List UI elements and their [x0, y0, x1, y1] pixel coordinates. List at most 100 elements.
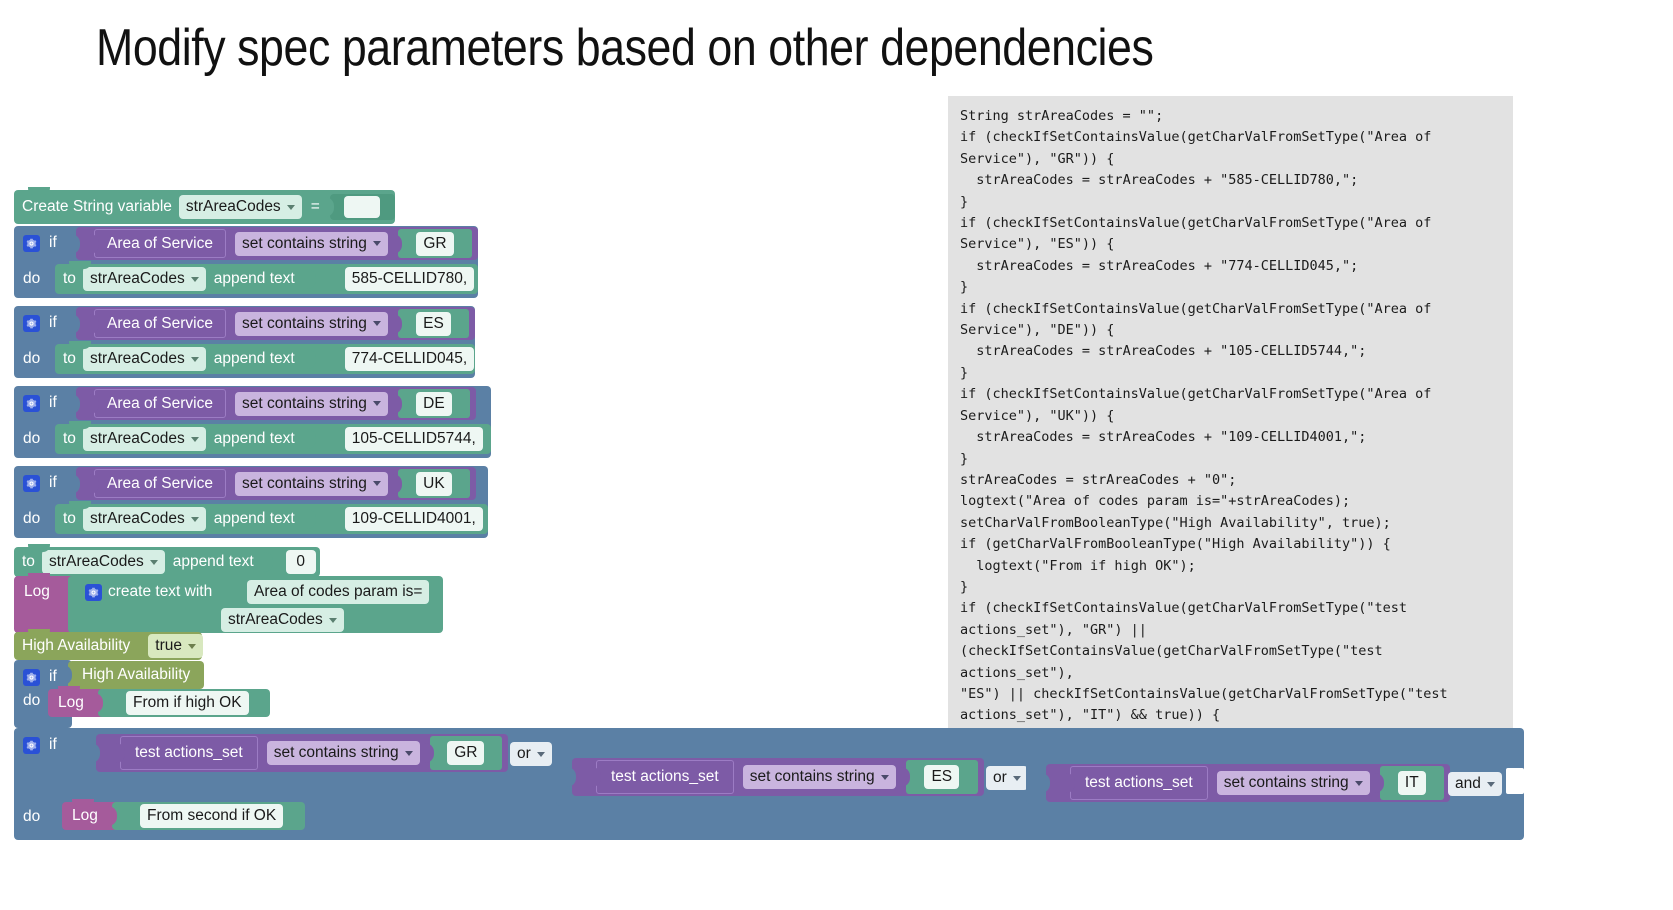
if-block-uk[interactable]: if Area of Service set contains string U… [14, 466, 488, 538]
append-text-label: append text [213, 430, 295, 447]
condition-operator-dropdown[interactable]: set contains string [234, 231, 388, 256]
condition-left-label: Area of Service [107, 234, 213, 252]
high-availability-value: true [155, 637, 182, 654]
if-block-de[interactable]: if Area of Service set contains string D… [14, 386, 491, 458]
high-availability-label: High Availability [22, 637, 131, 654]
logic-join-label: and [1455, 775, 1481, 792]
condition-left-operand[interactable]: test actions_set [1066, 766, 1208, 800]
logic-join-2[interactable]: and [1448, 772, 1502, 796]
condition-operator-dropdown[interactable]: set contains string [234, 311, 388, 336]
append-text-block-de[interactable]: to strAreaCodes append text 105-CELLID57… [55, 421, 491, 454]
gear-icon[interactable] [23, 736, 40, 754]
condition-right-value[interactable]: ES [416, 311, 451, 336]
logic-trailing-socket[interactable] [1506, 768, 1524, 794]
create-text-item-1[interactable]: strAreaCodes [221, 608, 344, 632]
append-text-label: append text [172, 553, 254, 570]
append-text-label: append text [213, 350, 295, 367]
gear-icon[interactable] [23, 234, 40, 252]
log-text-block-if-high[interactable]: From if high OK [94, 689, 270, 717]
do-label: do [23, 350, 41, 367]
generated-code-panel: String strAreaCodes = ""; if (checkIfSet… [948, 96, 1513, 756]
append-text-block-zero[interactable]: to strAreaCodes append text 0 [14, 544, 320, 577]
log-text-block-second[interactable]: From second if OK [108, 802, 305, 830]
condition-operator-dropdown[interactable]: set contains string [266, 741, 420, 765]
gear-icon[interactable] [85, 584, 102, 601]
gear-icon[interactable] [23, 668, 40, 686]
condition-right-operand[interactable]: ES [900, 760, 978, 794]
high-availability-condition-block[interactable]: High Availability [63, 661, 204, 689]
condition-set-contains-de[interactable]: Area of Service set contains string DE [71, 387, 476, 420]
condition-right-value[interactable]: ES [924, 765, 960, 789]
append-text-value[interactable]: 0 [285, 550, 316, 574]
if-block-es[interactable]: if Area of Service set contains string E… [14, 306, 475, 378]
condition-right-operand[interactable]: GR [424, 736, 502, 770]
logic-join-1[interactable]: or [986, 766, 1028, 790]
condition-operator-dropdown[interactable]: set contains string [234, 391, 388, 416]
append-text-value[interactable]: 109-CELLID4001, [344, 507, 483, 531]
set-high-availability-block[interactable]: High Availability true [14, 629, 203, 660]
condition-operator-dropdown[interactable]: set contains string [1216, 771, 1370, 795]
append-text-block-gr[interactable]: to strAreaCodes append text 585-CELLID78… [55, 261, 478, 294]
create-var-value-socket[interactable] [324, 194, 395, 220]
condition-left-operand[interactable]: Area of Service [90, 389, 226, 418]
condition-set-contains-gr[interactable]: Area of Service set contains string GR [71, 227, 478, 260]
condition-operator-dropdown[interactable]: set contains string [742, 765, 896, 789]
condition-right-operand[interactable]: GR [392, 229, 472, 258]
condition-right-operand[interactable]: DE [392, 389, 470, 418]
log-text-value[interactable]: From second if OK [140, 804, 284, 828]
condition-second-it[interactable]: test actions_set set contains string IT [1041, 764, 1450, 802]
chevron-down-icon [1486, 781, 1495, 787]
condition-operator-dropdown[interactable]: set contains string [234, 471, 388, 496]
gear-icon[interactable] [23, 474, 40, 492]
condition-left-operand[interactable]: Area of Service [90, 469, 226, 498]
condition-left-label: Area of Service [107, 474, 213, 492]
append-text-value[interactable]: 774-CELLID045, [344, 347, 475, 371]
log-text-value[interactable]: From if high OK [126, 691, 249, 715]
condition-right-value[interactable]: DE [416, 391, 452, 416]
condition-right-value[interactable]: GR [416, 231, 454, 256]
if-block-second[interactable]: if do test actions_set set contains stri… [14, 728, 1524, 840]
append-text-value[interactable]: 585-CELLID780, [344, 267, 475, 291]
create-string-variable-block[interactable]: Create String variable strAreaCodes = [14, 187, 395, 224]
if-row: if [14, 728, 57, 762]
create-var-variable-dropdown[interactable]: strAreaCodes [178, 195, 302, 219]
append-text-block-uk[interactable]: to strAreaCodes append text 109-CELLID40… [55, 501, 488, 534]
condition-left-operand[interactable]: test actions_set [116, 736, 258, 770]
condition-right-value[interactable]: GR [447, 741, 485, 765]
gear-icon[interactable] [23, 394, 40, 412]
append-variable-dropdown[interactable]: strAreaCodes [82, 267, 206, 291]
condition-left-operand[interactable]: test actions_set [592, 760, 734, 794]
condition-left-operand[interactable]: Area of Service [90, 309, 226, 338]
condition-left-operand[interactable]: Area of Service [90, 229, 226, 258]
high-availability-value-dropdown[interactable]: true [148, 634, 203, 658]
if-label: if [49, 668, 57, 685]
append-variable-name: strAreaCodes [89, 270, 185, 287]
condition-right-operand[interactable]: ES [392, 309, 469, 338]
append-variable-dropdown[interactable]: strAreaCodes [82, 427, 206, 451]
condition-right-operand[interactable]: IT [1374, 766, 1444, 800]
condition-second-gr[interactable]: test actions_set set contains string GR [91, 734, 508, 772]
create-text-item-0[interactable]: Area of codes param is= [247, 580, 430, 604]
condition-second-es[interactable]: test actions_set set contains string ES [567, 758, 984, 796]
create-text-with-block[interactable]: create text with Area of codes param is=… [68, 576, 443, 633]
condition-set-contains-es[interactable]: Area of Service set contains string ES [71, 307, 475, 340]
create-var-variable-name: strAreaCodes [185, 198, 281, 215]
append-variable-dropdown[interactable]: strAreaCodes [82, 507, 206, 531]
condition-left-label: test actions_set [611, 768, 719, 785]
condition-right-value[interactable]: IT [1397, 771, 1426, 795]
chevron-down-icon [286, 204, 295, 210]
logic-join-0[interactable]: or [510, 742, 552, 766]
if-row: if [14, 386, 57, 420]
condition-set-contains-uk[interactable]: Area of Service set contains string UK [71, 467, 476, 500]
append-text-block-es[interactable]: to strAreaCodes append text 774-CELLID04… [55, 341, 475, 374]
append-text-value[interactable]: 105-CELLID5744, [344, 427, 483, 451]
append-variable-dropdown[interactable]: strAreaCodes [41, 550, 165, 574]
append-variable-dropdown[interactable]: strAreaCodes [82, 347, 206, 371]
if-block-gr[interactable]: if Area of Service set contains string G… [14, 226, 478, 298]
condition-right-value[interactable]: UK [416, 471, 452, 496]
create-var-value-input[interactable] [344, 196, 381, 218]
condition-right-operand[interactable]: UK [392, 469, 470, 498]
chevron-down-icon [1354, 780, 1363, 786]
gear-icon[interactable] [23, 314, 40, 332]
